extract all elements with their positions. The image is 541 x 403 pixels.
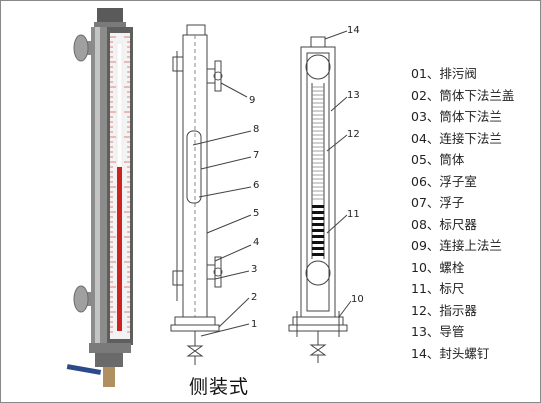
legend-item: 10、螺栓 bbox=[411, 259, 465, 275]
float-icon bbox=[186, 130, 202, 204]
callout-9: 9 bbox=[249, 95, 255, 106]
legend-item: 12、指示器 bbox=[411, 302, 477, 318]
scale-ladder-rungs bbox=[312, 86, 324, 200]
indicator-white bbox=[116, 42, 123, 168]
side-bottom-flange bbox=[174, 316, 216, 326]
handle-icon bbox=[66, 364, 102, 375]
bottom-body bbox=[95, 353, 123, 367]
front-bottom-flange bbox=[292, 316, 344, 326]
side-lower-flange bbox=[214, 256, 222, 288]
indicator-rung bbox=[312, 211, 324, 214]
gauge-photo bbox=[66, 8, 133, 387]
top-cap-ring bbox=[94, 22, 126, 28]
flange-icon bbox=[73, 285, 89, 313]
callout-3: 3 bbox=[251, 264, 257, 275]
legend-item: 13、导管 bbox=[411, 324, 465, 339]
legend-item: 09、连接上法兰 bbox=[411, 238, 502, 253]
parts-legend: 01、排污阀 02、筒体下法兰盖 03、筒体下法兰 04、连接下法兰 05、筒体… bbox=[411, 63, 514, 364]
side-top-cap bbox=[186, 24, 206, 36]
legend-item: 01、排污阀 bbox=[411, 66, 477, 81]
indicator-red bbox=[117, 167, 122, 331]
indicator-rung bbox=[312, 241, 324, 244]
callout-8: 8 bbox=[253, 124, 259, 135]
indicator-rungs bbox=[312, 205, 324, 256]
scale-ticks bbox=[110, 36, 130, 333]
steel-column-highlight bbox=[95, 27, 100, 347]
front-view bbox=[288, 30, 352, 363]
callout-7: 7 bbox=[253, 150, 259, 161]
side-view-callouts: 1 2 3 4 5 6 7 8 9 bbox=[249, 95, 259, 330]
legend-item: 06、浮子室 bbox=[411, 173, 477, 189]
side-view bbox=[170, 24, 252, 365]
legend-item: 14、封头螺钉 bbox=[411, 345, 490, 361]
front-inner-frame bbox=[306, 52, 330, 312]
callout-11: 11 bbox=[347, 209, 360, 220]
front-top-screw bbox=[310, 36, 326, 48]
legend-item: 07、浮子 bbox=[411, 195, 465, 210]
top-cap bbox=[97, 8, 123, 24]
legend-item: 02、筒体下法兰盖 bbox=[411, 87, 515, 103]
indicator-rung bbox=[312, 235, 324, 238]
callout-12: 12 bbox=[347, 129, 360, 140]
legend-item: 04、连接下法兰 bbox=[411, 130, 502, 146]
legend-item: 03、筒体下法兰 bbox=[411, 109, 502, 124]
legend-item: 05、筒体 bbox=[411, 152, 465, 167]
callout-5: 5 bbox=[253, 208, 259, 219]
indicator-rung bbox=[312, 253, 324, 256]
side-bottom-cover bbox=[170, 324, 220, 332]
indicator-rung bbox=[312, 205, 324, 208]
legend-item: 11、标尺 bbox=[411, 281, 465, 296]
front-bottom-cover bbox=[288, 324, 348, 332]
indicator-rung bbox=[312, 217, 324, 220]
bottom-flange bbox=[89, 343, 131, 353]
callout-1: 1 bbox=[251, 319, 257, 330]
indicator-rung bbox=[312, 223, 324, 226]
callout-6: 6 bbox=[253, 180, 259, 191]
side-upper-flange bbox=[214, 60, 222, 92]
front-view-callouts: 14 13 12 11 10 bbox=[347, 25, 364, 305]
callout-14: 14 bbox=[347, 25, 360, 36]
drain-valve-icon bbox=[103, 367, 115, 387]
callout-13: 13 bbox=[347, 90, 360, 101]
flange-icon bbox=[73, 34, 89, 62]
legend-item: 08、标尺器 bbox=[411, 216, 477, 232]
indicator-rung bbox=[312, 247, 324, 250]
callout-2: 2 bbox=[251, 292, 257, 303]
callout-10: 10 bbox=[351, 294, 364, 305]
callout-4: 4 bbox=[253, 237, 259, 248]
caption: 侧装式 bbox=[189, 376, 250, 398]
indicator-rung bbox=[312, 229, 324, 232]
